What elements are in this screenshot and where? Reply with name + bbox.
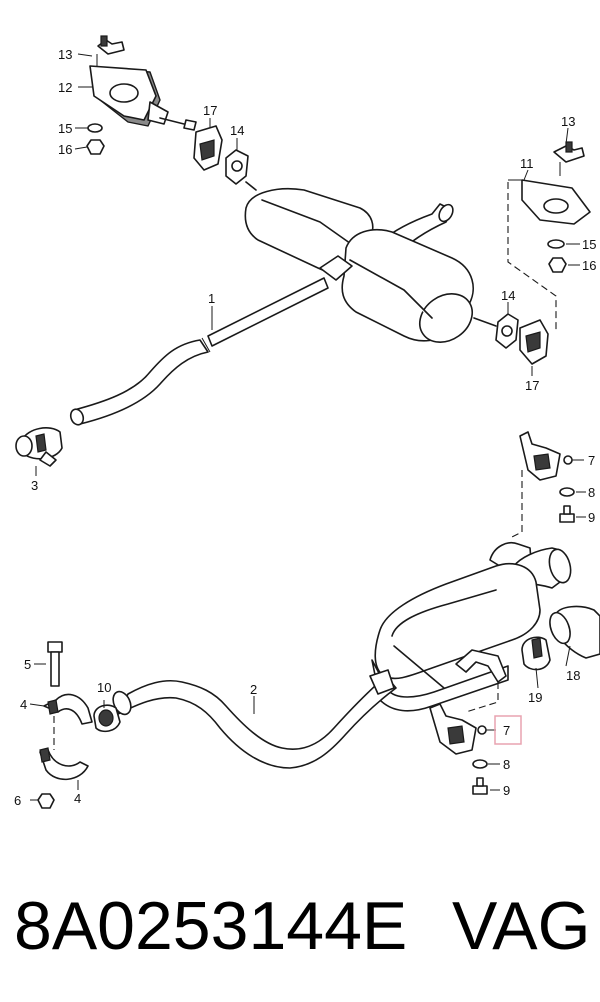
callout-14-top: 14	[230, 123, 244, 138]
gasket-14-right	[473, 313, 519, 349]
callout-13-right: 13	[561, 114, 575, 129]
callout-8-lower: 8	[503, 757, 510, 772]
callout-2: 2	[250, 682, 257, 697]
callout-16-top: 16	[58, 142, 72, 157]
rear-muffler-2	[112, 542, 572, 769]
callout-11: 11	[520, 156, 534, 171]
tailpipe-18	[549, 605, 600, 659]
callout-8-upper: 8	[588, 485, 595, 500]
dashed-line-hanger	[465, 682, 499, 713]
callout-3: 3	[31, 478, 38, 493]
callout-labels: 13 12 15 16 17 14 1 3 13 11 15 16 14 17 …	[14, 47, 596, 808]
part-number: 8A0253144E	[14, 888, 408, 964]
bolt-5	[47, 641, 63, 687]
callout-1: 1	[208, 291, 215, 306]
washer-15-top	[87, 123, 103, 133]
callout-16-right: 16	[582, 258, 596, 273]
exhaust-system-diagram: 13 12 15 16 17 14 1 3 13 11 15 16 14 17 …	[14, 35, 600, 809]
clamp-half-4-upper	[43, 693, 93, 725]
clamp-19	[521, 636, 551, 671]
bracket-12	[89, 65, 169, 127]
callout-4-lower: 4	[74, 791, 81, 806]
washer-8-upper	[559, 487, 575, 497]
bolt-top	[159, 117, 197, 131]
rubber-mount-17-right	[519, 319, 549, 365]
nut-16-top	[86, 139, 105, 155]
callout-7-highlight	[494, 715, 522, 745]
clamp-3	[15, 427, 63, 467]
callout-17-right: 17	[525, 378, 539, 393]
callout-7-lower: 7	[503, 723, 510, 738]
callout-4-upper: 4	[20, 697, 27, 712]
bolt-9-lower	[472, 777, 488, 795]
washer-8-lower	[472, 759, 488, 769]
callout-17-top: 17	[203, 103, 217, 118]
callout-15-right: 15	[582, 237, 596, 252]
callout-13-top: 13	[58, 47, 72, 62]
nut-6	[37, 793, 55, 809]
rubber-mount-17-top	[193, 125, 223, 171]
callout-19: 19	[528, 690, 542, 705]
caption-bar: 8A0253144E VAG	[0, 876, 600, 976]
callout-9-upper: 9	[588, 510, 595, 525]
gasket-14-top	[225, 149, 257, 191]
brand-name: VAG	[452, 888, 591, 964]
washer-15-right	[547, 239, 565, 249]
middle-muffler-1	[69, 188, 474, 426]
clamp-half-4-lower	[39, 747, 89, 781]
callout-14-right: 14	[501, 288, 515, 303]
dashed-line-7	[509, 470, 523, 539]
callout-18: 18	[566, 668, 580, 683]
leader-lines	[29, 53, 586, 801]
dashed-line-11	[507, 182, 557, 330]
clip-13-top	[96, 35, 125, 66]
rubber-ring-10	[93, 700, 121, 733]
nut-16-right	[548, 257, 567, 273]
callout-10: 10	[97, 680, 111, 695]
callout-7-upper: 7	[588, 453, 595, 468]
callout-9-lower: 9	[503, 783, 510, 798]
bracket-11	[508, 179, 591, 225]
bolt-9-upper	[559, 505, 575, 523]
callout-15-top: 15	[58, 121, 72, 136]
clip-13-right	[553, 141, 585, 176]
callout-5: 5	[24, 657, 31, 672]
hanger-7-lower	[429, 703, 496, 755]
callout-12: 12	[58, 80, 72, 95]
hanger-7-upper	[519, 431, 584, 481]
callout-6: 6	[14, 793, 21, 808]
